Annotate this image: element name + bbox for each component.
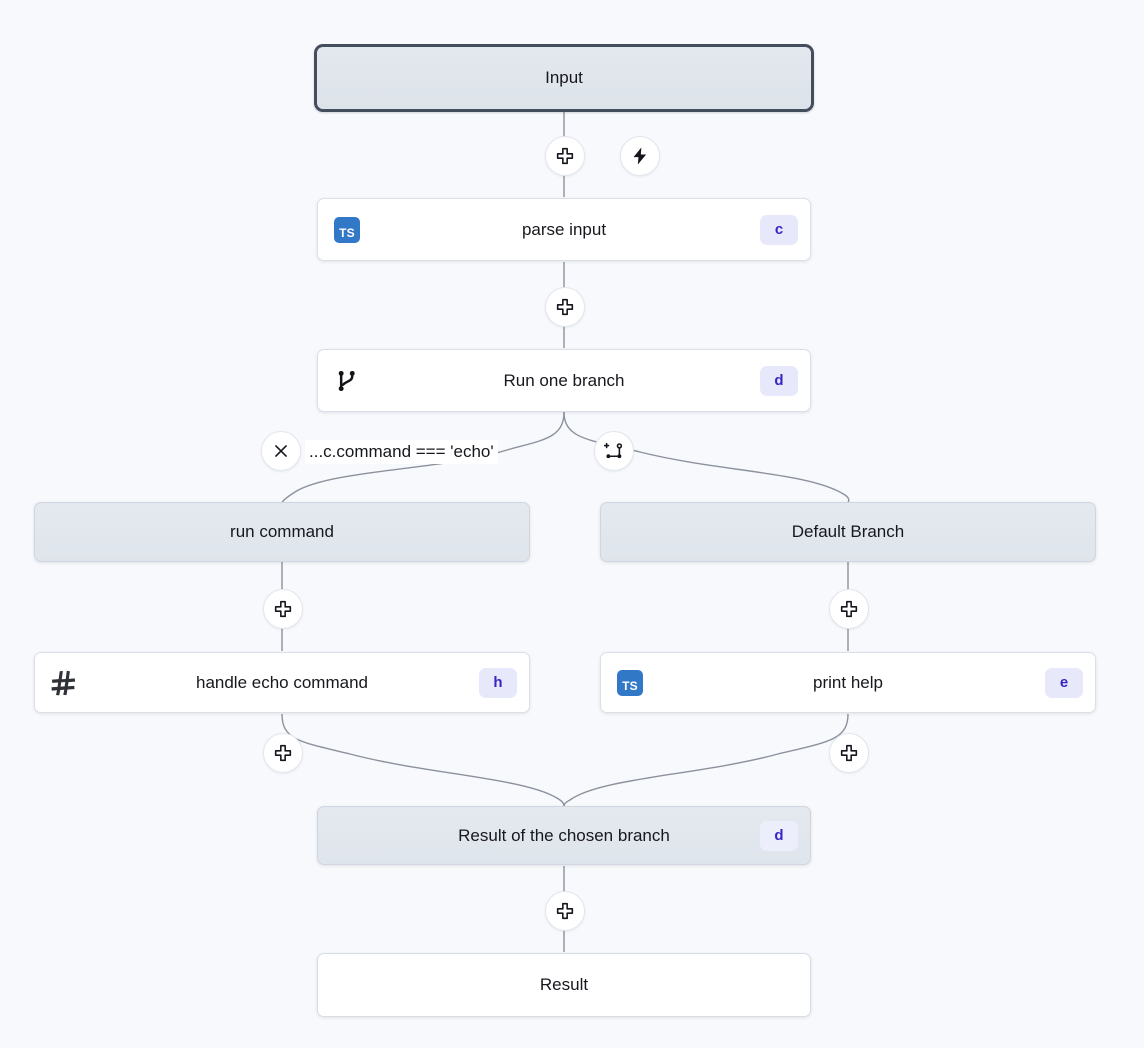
trigger-button[interactable] (620, 136, 660, 176)
close-x-icon (275, 445, 287, 457)
node-result-of-chosen-branch-badge[interactable]: d (760, 820, 798, 851)
branch-condition-label[interactable]: ...c.command === 'echo' (305, 440, 498, 464)
node-handle-echo-command-badge[interactable]: h (479, 667, 517, 698)
add-step-button-after-input[interactable] (545, 136, 585, 176)
add-branch-button[interactable] (594, 431, 634, 471)
node-result-of-chosen-branch-label: Result of the chosen branch (458, 825, 670, 845)
add-step-button-after-parse-input[interactable] (545, 287, 585, 327)
node-print-help[interactable]: TS print help e (600, 652, 1096, 713)
node-input-label: Input (545, 68, 583, 87)
edge-handle-echo-to-result (281, 713, 565, 807)
add-step-button-after-print-help[interactable] (829, 733, 869, 773)
add-branch-icon (603, 442, 622, 458)
plus-icon (274, 600, 292, 618)
node-run-command-label: run command (230, 522, 334, 541)
node-run-one-branch-label: Run one branch (503, 370, 625, 390)
add-step-button-run-command-branch[interactable] (263, 589, 303, 629)
plus-icon (274, 744, 292, 762)
edge-print-help-to-result (563, 713, 849, 807)
plus-icon (556, 147, 574, 165)
plus-icon (556, 298, 574, 316)
node-default-branch[interactable]: Default Branch (600, 502, 1096, 562)
node-result-of-chosen-branch[interactable]: Result of the chosen branch d (317, 806, 811, 865)
node-handle-echo-command-label: handle echo command (195, 672, 368, 692)
add-step-button-default-branch[interactable] (829, 589, 869, 629)
node-input[interactable]: Input (314, 44, 814, 112)
branch-icon (332, 366, 362, 396)
node-run-one-branch[interactable]: Run one branch d (317, 349, 811, 412)
plus-icon (840, 600, 858, 618)
lightning-bolt-icon (633, 147, 647, 165)
node-result[interactable]: Result (317, 953, 811, 1017)
node-parse-input-badge[interactable]: c (760, 214, 798, 245)
plus-icon (556, 902, 574, 920)
remove-branch-button[interactable] (261, 431, 301, 471)
bash-hash-icon (49, 668, 79, 698)
node-print-help-badge[interactable]: e (1045, 667, 1083, 698)
node-result-label: Result (539, 975, 589, 994)
add-step-button-after-branch-result[interactable] (545, 891, 585, 931)
node-handle-echo-command[interactable]: handle echo command h (34, 652, 530, 713)
node-parse-input-label: parse input (521, 219, 607, 239)
node-default-branch-label: Default Branch (791, 522, 905, 541)
node-print-help-label: print help (813, 672, 883, 692)
add-step-button-after-handle-echo[interactable] (263, 733, 303, 773)
node-run-one-branch-badge[interactable]: d (760, 365, 798, 396)
typescript-icon: TS (332, 215, 362, 245)
plus-icon (840, 744, 858, 762)
node-parse-input[interactable]: TS parse input c (317, 198, 811, 261)
node-run-command[interactable]: run command (34, 502, 530, 562)
typescript-icon: TS (615, 668, 645, 698)
